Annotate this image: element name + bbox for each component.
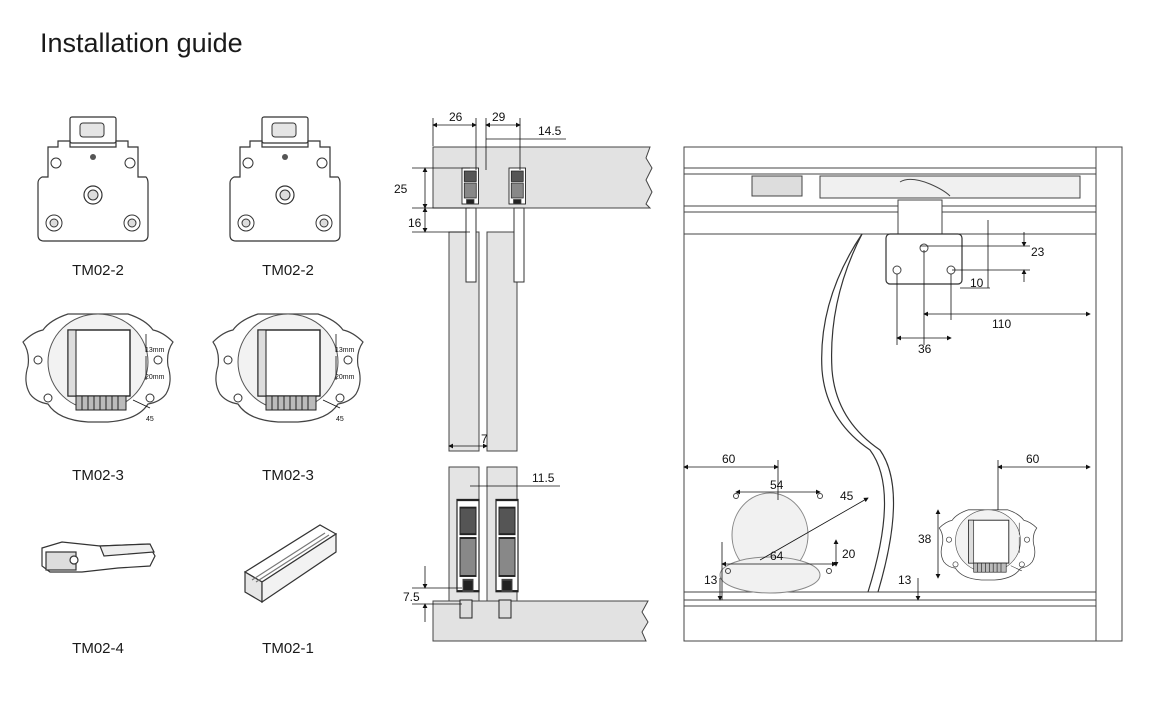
annotation-45-a: 45 bbox=[146, 416, 154, 423]
part-label-tm02-3-b: TM02-3 bbox=[262, 467, 314, 484]
dim-7: 7 bbox=[481, 432, 488, 446]
dim-diameter-45: 45 bbox=[840, 489, 854, 503]
tm02-2-plate-b bbox=[229, 116, 341, 242]
dim-38: 38 bbox=[918, 532, 932, 546]
tm02-1-rail bbox=[243, 524, 338, 604]
annotation-45-b: 45 bbox=[336, 416, 344, 423]
annotation-20mm-b: 20mm bbox=[335, 374, 355, 381]
dim-64: 64 bbox=[770, 549, 784, 563]
dim-26: 26 bbox=[449, 110, 463, 124]
dim-29: 29 bbox=[492, 110, 506, 124]
annotation-13mm-a: 13mm bbox=[145, 347, 165, 354]
annotation-13mm-b: 13mm bbox=[335, 347, 355, 354]
front-elevation bbox=[683, 146, 1123, 642]
part-label-tm02-4: TM02-4 bbox=[72, 640, 124, 657]
dim-23: 23 bbox=[1031, 245, 1045, 259]
part-label-tm02-3-a: TM02-3 bbox=[72, 467, 124, 484]
dim-25: 25 bbox=[394, 182, 408, 196]
tm02-3-damper-b bbox=[212, 313, 364, 423]
dim-13-right: 13 bbox=[898, 573, 912, 587]
tm02-3-damper-a bbox=[22, 313, 174, 423]
dim-10: 10 bbox=[970, 276, 984, 290]
dim-110: 110 bbox=[992, 317, 1011, 331]
tm02-2-plate-a bbox=[37, 116, 149, 242]
dim-36: 36 bbox=[918, 342, 932, 356]
side-section bbox=[432, 146, 653, 642]
dim-16: 16 bbox=[408, 216, 422, 230]
dim-7-5: 7.5 bbox=[403, 590, 420, 604]
annotation-20mm-a: 20mm bbox=[145, 374, 165, 381]
dim-13-left: 13 bbox=[704, 573, 718, 587]
dim-14-5: 14.5 bbox=[538, 124, 562, 138]
dim-11-5: 11.5 bbox=[532, 471, 555, 485]
part-label-tm02-2-b: TM02-2 bbox=[262, 262, 314, 279]
dim-60-right: 60 bbox=[1026, 452, 1040, 466]
part-label-tm02-1: TM02-1 bbox=[262, 640, 314, 657]
tm02-4-part bbox=[41, 541, 156, 573]
dim-60-left: 60 bbox=[722, 452, 736, 466]
part-label-tm02-2-a: TM02-2 bbox=[72, 262, 124, 279]
page-title: Installation guide bbox=[40, 28, 243, 58]
dim-20: 20 bbox=[842, 547, 856, 561]
dim-54: 54 bbox=[770, 478, 784, 492]
